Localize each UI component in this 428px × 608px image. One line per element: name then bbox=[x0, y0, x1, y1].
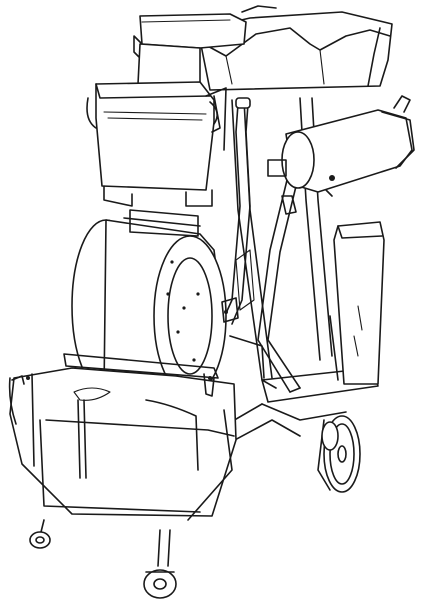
front-left-wheel bbox=[29, 519, 51, 549]
top-tray bbox=[197, 5, 393, 91]
top-left-box bbox=[133, 13, 247, 87]
mop-bucket bbox=[8, 353, 237, 521]
front-right-wheel bbox=[143, 529, 177, 599]
hinge-details bbox=[26, 195, 297, 380]
mop-handles bbox=[221, 97, 301, 393]
roll-dispenser bbox=[267, 95, 415, 197]
side-sleeve bbox=[329, 221, 385, 385]
spool-reel bbox=[71, 209, 227, 397]
upper-bucket bbox=[86, 81, 221, 191]
bucket-support bbox=[103, 87, 227, 207]
rear-small-wheel bbox=[321, 421, 339, 451]
